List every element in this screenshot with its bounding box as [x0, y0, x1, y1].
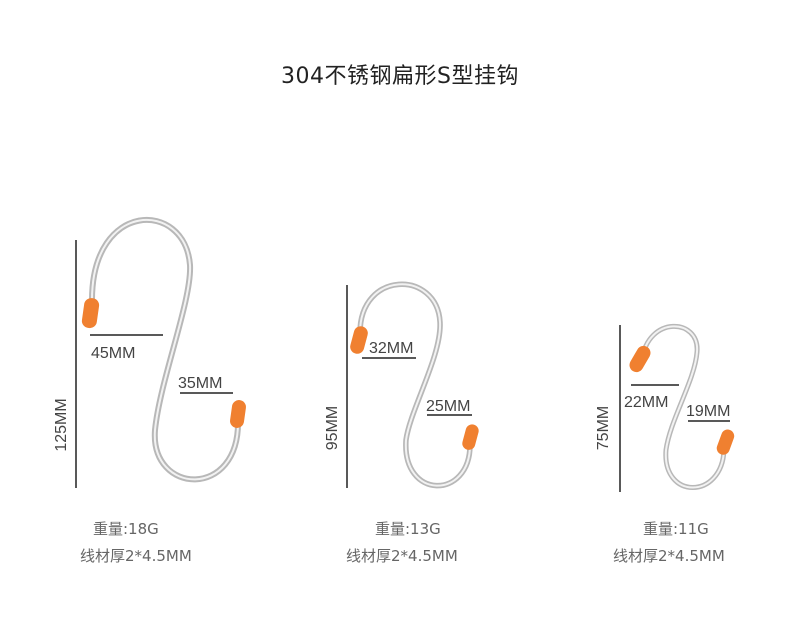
bottom-dim-label: 19MM	[686, 403, 730, 420]
rubber-tip	[230, 400, 246, 428]
hook-small: 75MM 22MM 19MM	[595, 323, 735, 492]
weight-label: 重量:18G	[93, 520, 159, 538]
wire-thickness-label: 线材厚2*4.5MM	[80, 547, 192, 565]
weight-label: 重量:13G	[375, 520, 441, 538]
top-dim-label: 32MM	[369, 340, 413, 357]
height-label: 95MM	[324, 406, 341, 450]
top-dim-label: 45MM	[91, 345, 135, 362]
spec-medium: 重量:13G 线材厚2*4.5MM	[346, 516, 458, 570]
rubber-tip	[629, 345, 651, 373]
hook-medium: 95MM 32MM 25MM	[324, 281, 479, 489]
height-label: 75MM	[595, 406, 612, 450]
weight-label: 重量:11G	[643, 520, 709, 538]
rubber-tip	[716, 429, 735, 455]
bottom-dim-label: 35MM	[178, 375, 222, 392]
hook-wire	[357, 281, 473, 489]
wire-thickness-label: 线材厚2*4.5MM	[613, 547, 725, 565]
spec-large: 重量:18G 线材厚2*4.5MM	[80, 516, 192, 570]
rubber-tip	[81, 298, 100, 329]
page-title: 304不锈钢扁形S型挂钩	[281, 64, 519, 89]
top-dim-label: 22MM	[624, 394, 668, 411]
rubber-tip	[350, 326, 368, 354]
wire-thickness-label: 线材厚2*4.5MM	[346, 547, 458, 565]
bottom-dim-label: 25MM	[426, 398, 470, 415]
spec-small: 重量:11G 线材厚2*4.5MM	[613, 516, 725, 570]
rubber-tip	[462, 424, 479, 450]
height-label: 125MM	[53, 398, 70, 451]
hook-large: 125MM 45MM 35MM	[53, 217, 246, 488]
